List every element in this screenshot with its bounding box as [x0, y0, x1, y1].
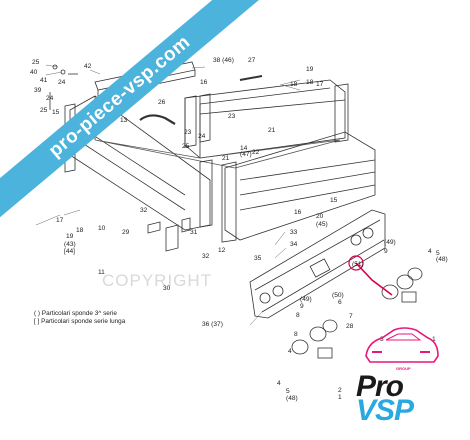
taillight-group-lower: [291, 319, 338, 359]
legend-line-2: [ ] Particolari sponde serie lunga: [34, 318, 126, 325]
right-side-panel: [224, 131, 376, 241]
rear-side-panel: [184, 79, 346, 159]
callout-label: 9: [384, 248, 388, 255]
callout-label: 7: [349, 313, 353, 320]
callout-label: 17: [316, 81, 324, 88]
copyright-watermark: COPYRIGHT: [102, 271, 213, 290]
callout-label: 18: [306, 79, 314, 86]
logo-tag: GROUP: [396, 366, 411, 371]
callout-label: 25: [182, 143, 190, 150]
callout-label: 4: [277, 380, 281, 387]
logo-word-pro: Pro: [356, 370, 404, 403]
post-rear-right: [199, 93, 211, 143]
highlighted-cable: [355, 262, 393, 296]
corner-post-right: [221, 161, 237, 243]
callout-label: 3: [380, 336, 384, 343]
callout-label: 2: [338, 387, 342, 394]
tailgate: [249, 209, 386, 319]
callout-label: 42: [84, 63, 92, 70]
callout-label: 8: [296, 312, 300, 319]
callout-label: (47): [240, 151, 252, 158]
callout-label: 23: [228, 113, 236, 120]
callout-label: (50): [332, 292, 344, 299]
callout-label: 34: [290, 241, 298, 248]
callout-label: 19: [66, 233, 74, 240]
callout-label: 27: [248, 57, 256, 64]
callout-label: (48): [286, 395, 298, 402]
callout-label: [44]: [64, 248, 75, 255]
callout-label: 41: [40, 77, 48, 84]
callout-label: 24: [46, 95, 54, 102]
callout-label: 17: [56, 217, 64, 224]
post-rear-left: [184, 95, 197, 148]
logo-word-vsp: VSP: [356, 394, 414, 427]
callout-label: 13: [120, 117, 128, 124]
car-silhouette-icon: [365, 327, 439, 363]
callout-label: 33: [290, 229, 298, 236]
callout-label: 40: [30, 69, 38, 76]
callout-label: (48): [436, 256, 448, 263]
callout-label: 11: [98, 269, 105, 276]
taillight-group-upper: [381, 267, 423, 303]
callout-label: 18: [76, 227, 84, 234]
callout-label: 1: [432, 336, 436, 343]
callout-label: 32: [140, 207, 148, 214]
callout-label: 32: [202, 253, 210, 260]
callout-label: 39: [34, 87, 42, 94]
callout-label: 18: [290, 81, 298, 88]
callout-label: 6: [338, 299, 342, 306]
callout-label: 15: [330, 197, 338, 204]
callout-label: 15: [52, 109, 60, 116]
callout-label: 20: [316, 213, 324, 220]
callout-label: (49): [384, 239, 396, 246]
callout-label: 8: [294, 331, 298, 338]
provsp-logo: GROUP Pro VSP: [352, 322, 452, 432]
callout-label: 24: [58, 79, 66, 86]
callout-label: 4: [428, 248, 432, 255]
callout-label: 29: [122, 229, 130, 236]
callout-label: (49): [300, 296, 312, 303]
callout-label: 9: [300, 303, 304, 310]
corner-post-mid: [199, 159, 213, 228]
callout-label: 14: [240, 145, 248, 152]
callout-label: 1: [338, 394, 342, 401]
callout-label: 25: [40, 107, 48, 114]
callout-label: 5: [286, 388, 290, 395]
callout-label: 25: [32, 59, 40, 66]
callout-label: 10: [98, 225, 106, 232]
callout-label: 24: [198, 133, 206, 140]
legend-line-1: ( ) Particolari sponde 3^ serie: [34, 310, 117, 317]
callout-label: 38 (46): [213, 57, 234, 64]
callout-label: 22: [252, 149, 260, 156]
callout-label: 35: [254, 255, 262, 262]
callout-label: 28: [346, 323, 354, 330]
callout-label: 23: [184, 129, 192, 136]
callout-label: 26: [158, 99, 166, 106]
callout-label: 21: [268, 127, 276, 134]
callout-label: (43): [64, 241, 76, 248]
callout-label: 12: [218, 247, 226, 254]
hose: [139, 114, 176, 125]
callout-label: (51): [352, 261, 364, 268]
callout-label: 16: [294, 209, 302, 216]
callout-label: 31: [190, 229, 198, 236]
bed-floor: [94, 139, 341, 169]
post-right: [334, 83, 349, 143]
callout-label: 21: [222, 155, 230, 162]
callout-label: 5: [436, 250, 440, 257]
callout-label: 4: [288, 348, 292, 355]
callout-label: 16: [200, 79, 208, 86]
callout-label: 30: [163, 285, 171, 292]
callout-label: (45): [316, 221, 328, 228]
callout-label: 36 (37): [202, 321, 223, 328]
callout-label: 19: [306, 66, 314, 73]
